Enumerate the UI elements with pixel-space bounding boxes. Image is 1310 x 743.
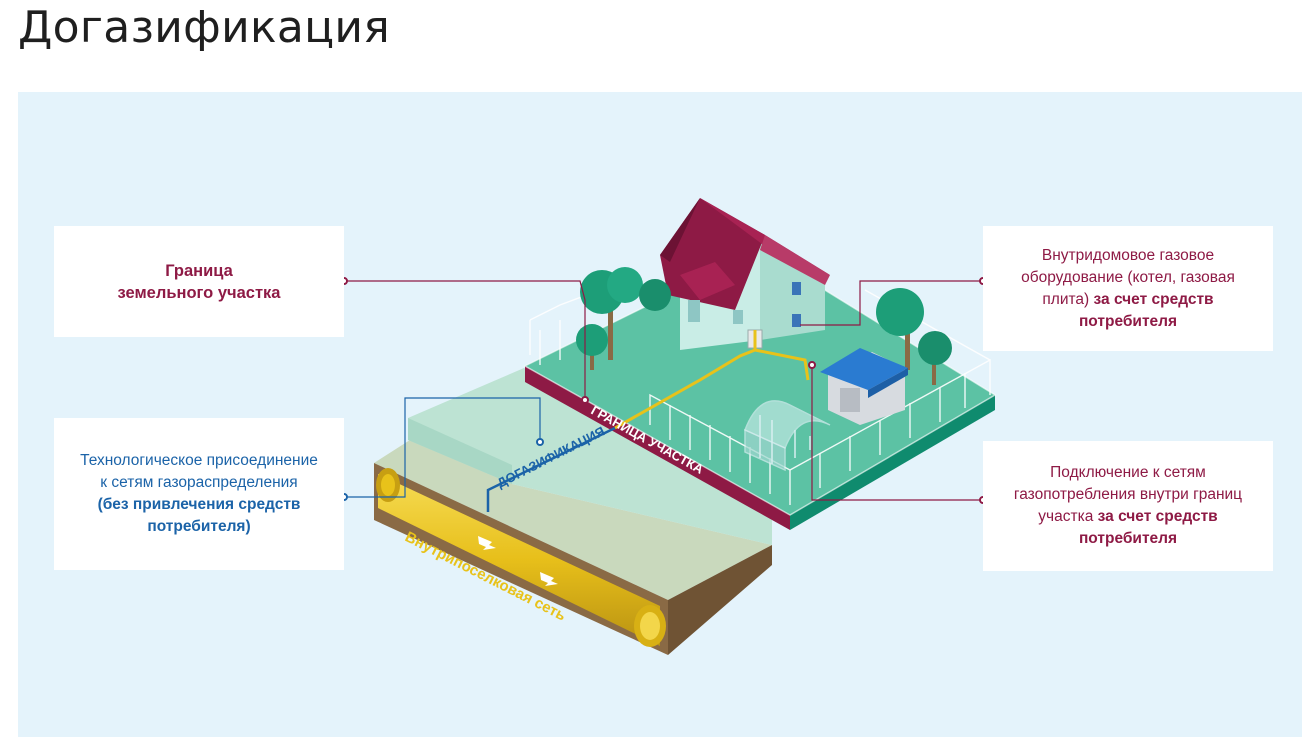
callout-line: потребителя — [1078, 312, 1178, 330]
callout-plot-connection: Подключение к сетям газопотребления внут… — [983, 441, 1273, 571]
leader-line-equipment — [800, 280, 983, 326]
house — [660, 198, 830, 350]
diagram-panel: ГРАНИЦА УЧАСТКА ДОГАЗИФИКАЦИЯ Внутрипосе… — [18, 92, 1302, 737]
callout-line: участка — [1038, 508, 1094, 525]
callout-line: потребителя) — [147, 518, 251, 535]
callout-line: Внутридомовое газовое — [1041, 246, 1215, 264]
plot-gas-line — [614, 330, 810, 430]
callout-line: (без привлечения средств — [97, 496, 301, 513]
callout-line: газопотребления внутри границ — [1013, 486, 1243, 503]
callout-plot-boundary: Граница земельного участка — [54, 226, 344, 337]
callout-line-bold: за счет средств — [1097, 508, 1218, 525]
tree-icon — [576, 267, 671, 370]
callout-line: Граница — [165, 261, 233, 280]
street-surface — [408, 368, 772, 545]
dogazifikatsiya-line — [486, 426, 616, 512]
leader-line-tech — [344, 397, 541, 498]
village-gas-pipe — [376, 468, 666, 647]
tree-icon — [876, 288, 952, 385]
callout-line: плита) — [1042, 290, 1090, 308]
callout-line: потребителя — [1078, 530, 1178, 547]
page-title: Догазификация — [18, 2, 391, 53]
callout-line: Подключение к сетям — [1050, 464, 1206, 481]
callout-line: к сетям газораспределения — [100, 474, 298, 491]
gasification-illustration: ГРАНИЦА УЧАСТКА ДОГАЗИФИКАЦИЯ Внутрипосе… — [340, 198, 997, 655]
leader-line-connection — [811, 365, 983, 501]
leader-lines — [344, 280, 983, 501]
callout-line: оборудование (котел, газовая — [1021, 268, 1235, 286]
callout-line: Технологическое присоединение — [80, 452, 318, 469]
callout-indoor-equipment: Внутридомовое газовое оборудование (коте… — [983, 226, 1273, 351]
callout-tech-connection: Технологическое присоединение к сетям га… — [54, 418, 344, 570]
shed — [820, 348, 908, 425]
leader-line-boundary — [344, 280, 586, 400]
callout-line-bold: за счет средств — [1093, 290, 1214, 308]
callout-line: земельного участка — [117, 283, 281, 302]
flow-arrow-icon — [478, 536, 558, 586]
greenhouse — [744, 400, 831, 472]
land-plot — [523, 249, 997, 530]
